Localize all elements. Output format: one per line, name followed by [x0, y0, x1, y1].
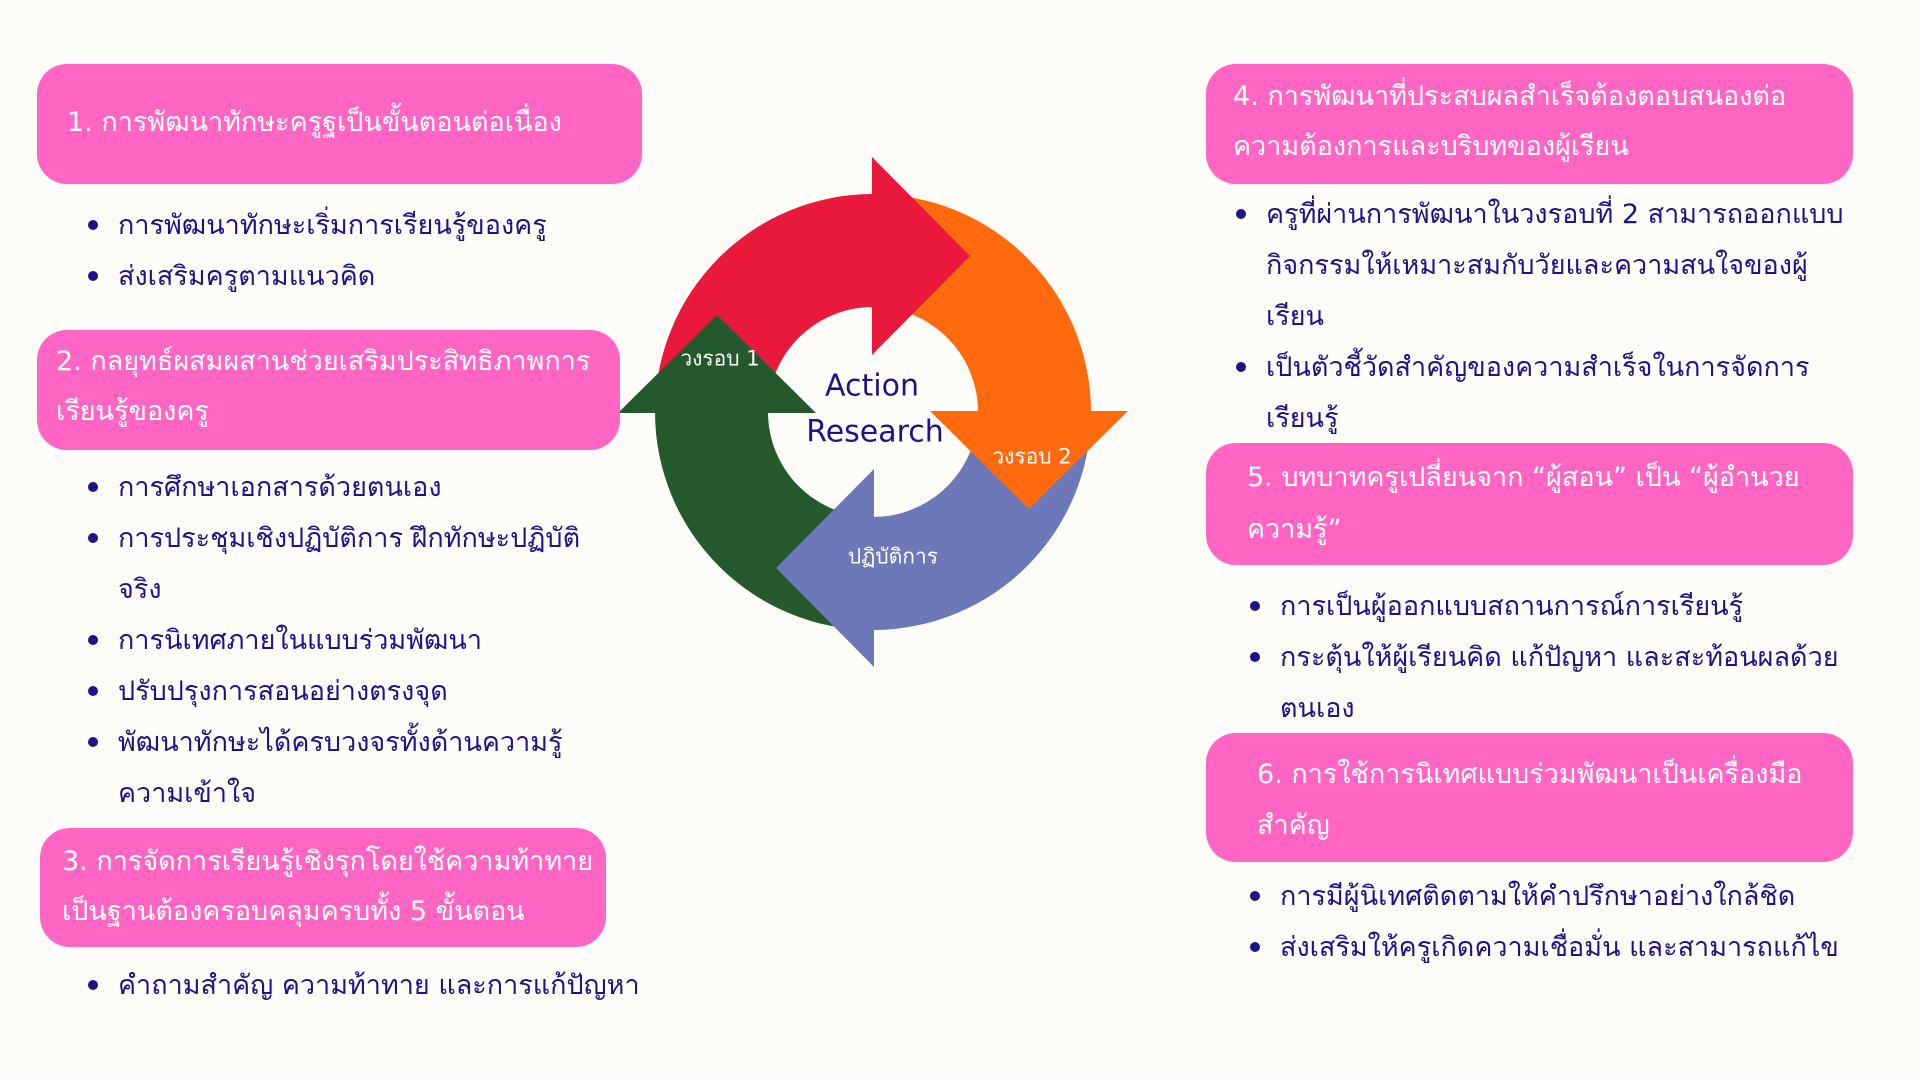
bullet-item: ครูที่ผ่านการพัฒนาในวงรอบที่ 2 สามารถออก… [1236, 189, 1844, 342]
orange-arrow-head-icon [930, 411, 1128, 509]
bullet-text-line: เรียน [1266, 301, 1325, 332]
bullet-dot-icon [1236, 362, 1246, 372]
center-label-research: Research [806, 414, 944, 450]
cycle-label-round-2: วงรอบ 2 [992, 444, 1072, 469]
bullet-dot-icon [1250, 942, 1260, 952]
section-1-bullets: การพัฒนาทักษะเริ่มการเรียนรู้ของครูส่งเส… [88, 200, 547, 302]
bullet-dot-icon [1250, 652, 1260, 662]
bullet-dot-icon [1236, 209, 1246, 219]
bullet-dot-icon [88, 533, 98, 543]
section-3-header: 3. การจัดการเรียนรู้เชิงรุกโดยใช้ความท้า… [40, 828, 606, 947]
bullet-item: การประชุมเชิงปฏิบัติการ ฝึกทักษะปฏิบัติจ… [88, 513, 580, 615]
section-title-line: 5. บทบาทครูเปลี่ยนจาก “ผู้สอน” เป็น “ผู้… [1247, 462, 1800, 493]
bullet-text-line: กิจกรรมให้เหมาะสมกับวัยและความสนใจของผู้ [1266, 250, 1808, 281]
section-5-header: 5. บทบาทครูเปลี่ยนจาก “ผู้สอน” เป็น “ผู้… [1206, 443, 1853, 565]
bullet-text-line: การนิเทศภายในแบบร่วมพัฒนา [118, 625, 482, 656]
bullet-item: ส่งเสริมให้ครูเกิดความเชื่อมั่น และสามาร… [1250, 922, 1839, 973]
bullet-text-line: การมีผู้นิเทศติดตามให้คำปรึกษาอย่างใกล้ช… [1280, 881, 1796, 912]
bullet-text-line: การประชุมเชิงปฏิบัติการ ฝึกทักษะปฏิบัติ [118, 523, 581, 554]
bullet-item: การพัฒนาทักษะเริ่มการเรียนรู้ของครู [88, 200, 547, 251]
bullet-text-line: พัฒนาทักษะได้ครบวงจรทั้งด้านความรู้ [118, 727, 563, 758]
section-2-bullets: การศึกษาเอกสารด้วยตนเองการประชุมเชิงปฏิบ… [88, 462, 580, 819]
bullet-item: เป็นตัวชี้วัดสำคัญของความสำเร็จในการจัดก… [1236, 342, 1844, 444]
section-6-bullets: การมีผู้นิเทศติดตามให้คำปรึกษาอย่างใกล้ช… [1250, 871, 1839, 973]
section-title-line: ความต้องการและบริบทของผู้เรียน [1233, 131, 1629, 162]
section-title-line: 3. การจัดการเรียนรู้เชิงรุกโดยใช้ความท้า… [62, 846, 594, 877]
bullet-text-line: เป็นตัวชี้วัดสำคัญของความสำเร็จในการจัดก… [1266, 352, 1810, 383]
section-5-bullets: การเป็นผู้ออกแบบสถานการณ์การเรียนรู้กระต… [1250, 581, 1839, 734]
bullet-item: คำถามสำคัญ ความท้าทาย และการแก้ปัญหา [88, 960, 640, 1011]
bullet-item: กระตุ้นให้ผู้เรียนคิด แก้ปัญหา และสะท้อน… [1250, 632, 1839, 734]
cycle-label-round-1: วงรอบ 1 [680, 346, 760, 371]
section-title-line: เป็นฐานต้องครอบคลุมครบทั้ง 5 ขั้นตอน [62, 896, 525, 927]
bullet-dot-icon [88, 220, 98, 230]
section-title-line: 2. กลยุทธ์ผสมผสานช่วยเสริมประสิทธิภาพการ [56, 346, 591, 377]
section-title-line: เรียนรู้ของครู [56, 396, 209, 427]
bullet-text-line: ปรับปรุงการสอนอย่างตรงจุด [118, 676, 448, 707]
center-label-action: Action [825, 368, 919, 404]
bullet-text-line: ตนเอง [1280, 693, 1355, 724]
section-2-header: 2. กลยุทธ์ผสมผสานช่วยเสริมประสิทธิภาพการ… [37, 330, 620, 450]
bullet-item: การศึกษาเอกสารด้วยตนเอง [88, 462, 580, 513]
bullet-dot-icon [88, 980, 98, 990]
bullet-item: การเป็นผู้ออกแบบสถานการณ์การเรียนรู้ [1250, 581, 1839, 632]
bullet-dot-icon [88, 737, 98, 747]
bullet-item: พัฒนาทักษะได้ครบวงจรทั้งด้านความรู้ความเ… [88, 717, 580, 819]
section-3-bullets: คำถามสำคัญ ความท้าทาย และการแก้ปัญหา [88, 960, 640, 1011]
section-title-line: 6. การใช้การนิเทศแบบร่วมพัฒนาเป็นเครื่อง… [1257, 759, 1803, 790]
bullet-item: ส่งเสริมครูตามแนวคิด [88, 251, 547, 302]
bullet-text-line: กระตุ้นให้ผู้เรียนคิด แก้ปัญหา และสะท้อน… [1280, 642, 1839, 673]
section-1-header: 1. การพัฒนาทักษะครูฐเป็นขั้นตอนต่อเนื่อง [37, 64, 642, 184]
bullet-item: การมีผู้นิเทศติดตามให้คำปรึกษาอย่างใกล้ช… [1250, 871, 1839, 922]
bullet-text-line: การศึกษาเอกสารด้วยตนเอง [118, 472, 442, 503]
section-4-header: 4. การพัฒนาที่ประสบผลสำเร็จต้องตอบสนองต่… [1206, 64, 1853, 184]
bullet-text-line: การพัฒนาทักษะเริ่มการเรียนรู้ของครู [118, 210, 547, 241]
bullet-text-line: ครูที่ผ่านการพัฒนาในวงรอบที่ 2 สามารถออก… [1266, 199, 1844, 230]
section-6-header: 6. การใช้การนิเทศแบบร่วมพัฒนาเป็นเครื่อง… [1206, 733, 1853, 862]
section-title-line: 1. การพัฒนาทักษะครูฐเป็นขั้นตอนต่อเนื่อง [67, 107, 562, 138]
bullet-dot-icon [1250, 601, 1260, 611]
bullet-text-line: ส่งเสริมครูตามแนวคิด [118, 261, 376, 292]
green-arrow-head-icon [618, 315, 816, 413]
bullet-dot-icon [88, 271, 98, 281]
blue-arrow-head-icon [776, 469, 874, 667]
bullet-text-line: คำถามสำคัญ ความท้าทาย และการแก้ปัญหา [118, 970, 640, 1001]
bullet-item: การนิเทศภายในแบบร่วมพัฒนา [88, 615, 580, 666]
bullet-text-line: จริง [118, 574, 162, 605]
section-title-line: 4. การพัฒนาที่ประสบผลสำเร็จต้องตอบสนองต่… [1233, 81, 1787, 112]
bullet-text-line: ความเข้าใจ [118, 778, 257, 809]
bullet-text-line: การเป็นผู้ออกแบบสถานการณ์การเรียนรู้ [1280, 591, 1744, 622]
bullet-item: ปรับปรุงการสอนอย่างตรงจุด [88, 666, 580, 717]
bullet-dot-icon [88, 482, 98, 492]
section-4-bullets: ครูที่ผ่านการพัฒนาในวงรอบที่ 2 สามารถออก… [1236, 189, 1844, 444]
section-title-line: สำคัญ [1257, 810, 1330, 841]
section-title-line: ความรู้” [1247, 514, 1342, 545]
bullet-dot-icon [88, 686, 98, 696]
red-arrow-head-icon [872, 157, 970, 355]
bullet-dot-icon [1250, 891, 1260, 901]
bullet-dot-icon [88, 635, 98, 645]
bullet-text-line: ส่งเสริมให้ครูเกิดความเชื่อมั่น และสามาร… [1280, 932, 1839, 963]
bullet-text-line: เรียนรู้ [1266, 403, 1339, 434]
cycle-label-practice: ปฏิบัติการ [847, 544, 939, 569]
